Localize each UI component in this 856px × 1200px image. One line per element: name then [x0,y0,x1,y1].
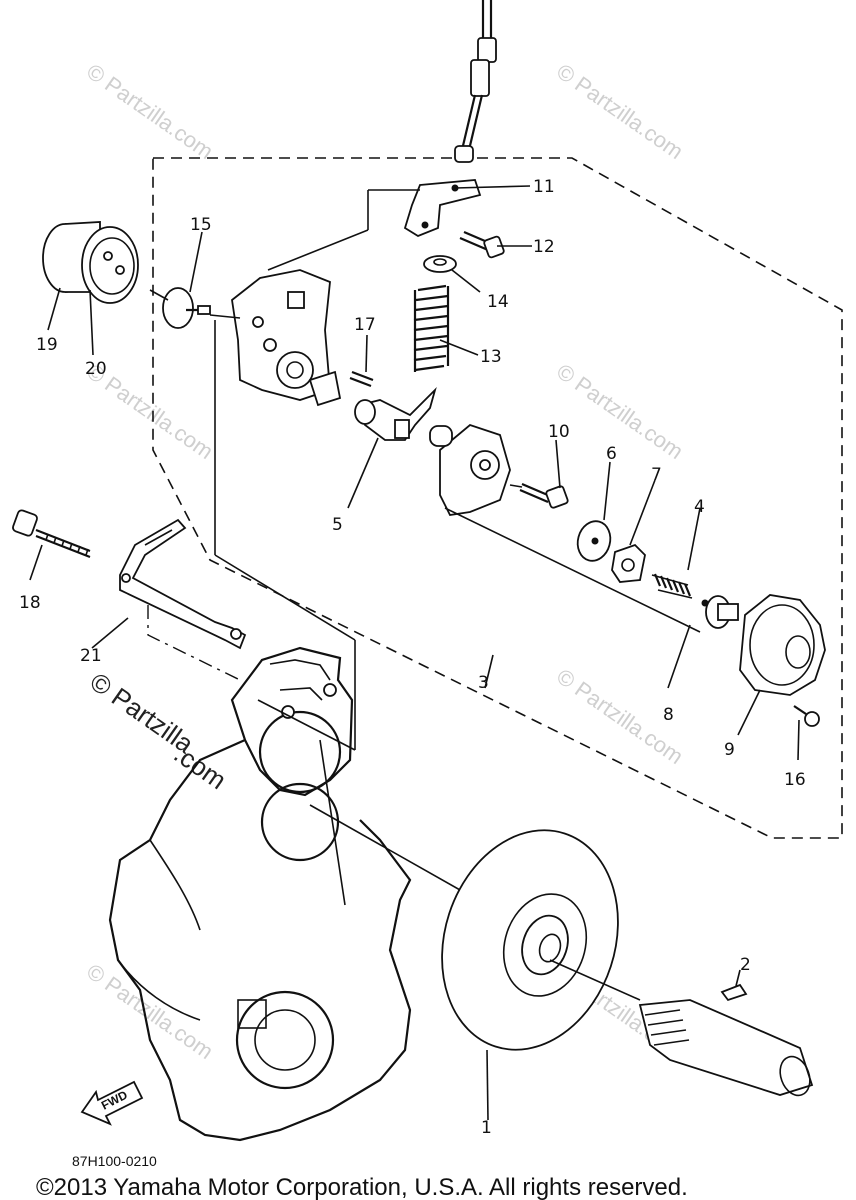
diagram-code: 87H100-0210 [72,1153,157,1169]
callout-2: 2 [740,955,751,975]
callout-19: 19 [36,335,58,355]
watermark: © Partzilla.com [552,359,688,465]
part-10-bolt [519,482,569,509]
callout-3: 3 [478,673,489,693]
part-5-lever [354,386,437,441]
fwd-arrow-icon: FWD [80,1080,144,1126]
callout-15: 15 [190,215,212,235]
part-21-bracket [119,518,247,650]
callout-6: 6 [606,444,617,464]
callout-18: 18 [19,593,41,613]
part-15-diaphragm [162,287,211,329]
part-4-spring [651,573,693,599]
callout-labels: 1 2 3 4 5 6 7 8 9 10 11 12 13 14 15 16 1… [19,177,806,1138]
callout-21: 21 [80,646,102,666]
shaft [638,999,814,1097]
cable [454,0,497,163]
part-1-pulley [441,829,619,1051]
part-17-pin [351,370,374,382]
assembly-boundary [152,157,843,839]
callout-13: 13 [480,347,502,367]
callout-9: 9 [724,740,735,760]
watermark: © Partzilla.com [552,59,688,165]
callout-7: 7 [651,465,662,485]
callout-17: 17 [354,315,376,335]
callout-5: 5 [332,515,343,535]
part-16-screw [793,705,820,727]
part-13-spring [413,284,450,372]
watermark: © Partzilla.com [82,959,218,1065]
leader-lines [29,185,800,1121]
callout-16: 16 [784,770,806,790]
watermark: © Partzilla.com [82,59,218,165]
part-19-20-plugs [42,221,139,304]
part-8-collar [701,595,739,629]
callout-11: 11 [533,177,555,197]
part-14-collar [423,255,457,273]
copyright-notice: ©2013 Yamaha Motor Corporation, U.S.A. A… [36,1174,688,1200]
part-12-screw [459,230,505,259]
callout-20: 20 [85,359,107,379]
callout-8: 8 [663,705,674,725]
part-18-bolt [12,509,91,559]
part-7-cam [611,543,646,583]
callout-4: 4 [694,497,705,517]
engine-casing [108,646,412,1142]
callout-12: 12 [533,237,555,257]
part-9-cap [739,594,826,696]
part-2-key [720,983,748,1002]
callout-1: 1 [481,1118,492,1138]
part-3-cover [429,423,511,516]
callout-14: 14 [487,292,509,312]
callout-10: 10 [548,422,570,442]
